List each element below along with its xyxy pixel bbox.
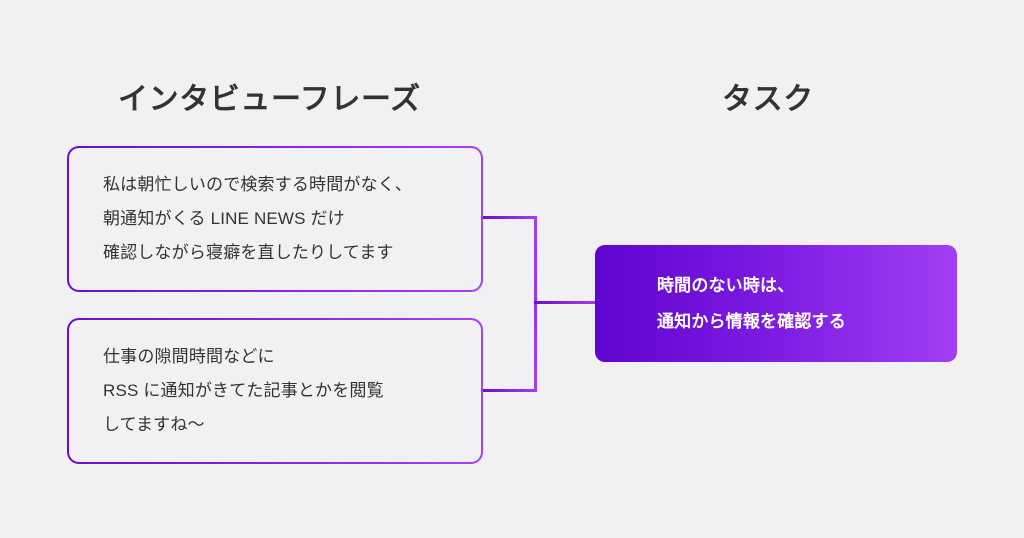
- phrase-card-body: 私は朝忙しいので検索する時間がなく、 朝通知がくる LINE NEWS だけ 確…: [69, 148, 481, 290]
- phrase-line: 仕事の隙間時間などに: [103, 347, 275, 366]
- phrase-line: 私は朝忙しいので検索する時間がなく、: [103, 175, 413, 194]
- connector-vertical-merge: [534, 216, 537, 392]
- task-card: 時間のない時は、 通知から情報を確認する: [595, 245, 957, 362]
- phrase-line: 確認しながら寝癖を直したりしてます: [103, 243, 394, 262]
- phrase-card: 私は朝忙しいので検索する時間がなく、 朝通知がくる LINE NEWS だけ 確…: [67, 146, 483, 292]
- phrase-card-body: 仕事の隙間時間などに RSS に通知がきてた記事とかを閲覧 してますね〜: [69, 320, 481, 462]
- connector-stub-card1: [482, 216, 537, 219]
- connector-stub-card2: [482, 389, 537, 392]
- column-heading-task: タスク: [722, 83, 814, 116]
- phrase-line: RSS に通知がきてた記事とかを閲覧: [103, 381, 384, 400]
- column-heading-interview-phrases: インタビューフレーズ: [118, 83, 421, 116]
- task-line: 通知から情報を確認する: [657, 311, 846, 331]
- task-line: 時間のない時は、: [657, 275, 795, 295]
- phrase-line: 朝通知がくる LINE NEWS だけ: [103, 209, 345, 228]
- phrase-card: 仕事の隙間時間などに RSS に通知がきてた記事とかを閲覧 してますね〜: [67, 318, 483, 464]
- connector-to-task-card: [534, 301, 596, 304]
- phrase-line: してますね〜: [103, 415, 205, 434]
